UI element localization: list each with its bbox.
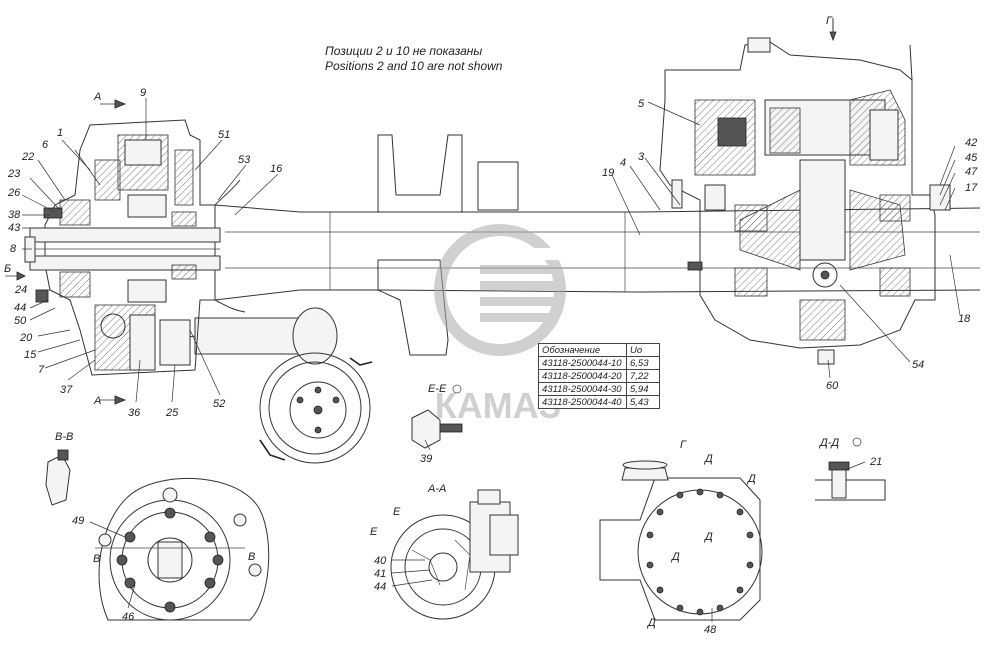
section-ee-detail xyxy=(411,384,463,449)
callout-46: 46 xyxy=(122,611,135,623)
section-vv-detail xyxy=(45,449,71,506)
callout-36: 36 xyxy=(128,407,141,419)
callout-9: 9 xyxy=(140,87,146,99)
table-row: 43118-2500044-30 5,94 xyxy=(538,382,660,396)
table-cell-ratio: 7,22 xyxy=(626,369,660,383)
mark-d2: Д xyxy=(746,473,756,485)
wheel-hub-assembly xyxy=(24,119,246,376)
note-line-en: Positions 2 and 10 are not shown xyxy=(325,59,503,73)
callout-42: 42 xyxy=(965,137,977,149)
callout-26: 26 xyxy=(7,187,21,199)
main-gear-differential xyxy=(659,18,951,365)
mark-v1: В xyxy=(93,553,100,565)
mark-e2: Е xyxy=(370,526,378,538)
table-cell-designation: 43118-2500044-30 xyxy=(538,382,627,396)
note-line-ru: Позиции 2 и 10 не показаны xyxy=(325,44,482,58)
view-g-carrier xyxy=(599,460,763,621)
callout-60: 60 xyxy=(826,380,839,392)
table-cell-designation: 43118-2500044-10 xyxy=(538,356,627,370)
callout-19: 19 xyxy=(602,167,614,179)
mark-d4: Д xyxy=(670,551,680,563)
callout-41: 41 xyxy=(374,568,386,580)
table-row: 43118-2500044-20 7,22 xyxy=(538,369,660,383)
mark-ee: Е-Е xyxy=(428,383,447,395)
callout-48: 48 xyxy=(704,624,717,636)
callout-15: 15 xyxy=(24,349,37,361)
mark-dd: Д-Д xyxy=(818,437,839,449)
mark-d3: Д xyxy=(703,531,713,543)
mark-g-view: Г xyxy=(680,439,687,451)
callout-44: 44 xyxy=(14,302,26,314)
brake-drum-view xyxy=(259,352,373,464)
table-header-row: Обозначение Uo xyxy=(538,343,660,357)
callout-7: 7 xyxy=(38,364,45,376)
callout-54: 54 xyxy=(912,359,924,371)
callout-47: 47 xyxy=(965,166,978,178)
callout-5: 5 xyxy=(638,98,645,110)
mark-v2: В xyxy=(248,551,255,563)
mark-d1: Д xyxy=(703,453,713,465)
table-cell-ratio: 5,43 xyxy=(626,395,660,409)
table-header-ratio: Uo xyxy=(626,343,660,357)
callout-24: 24 xyxy=(14,284,27,296)
hub-face-view xyxy=(95,478,270,621)
brake-chamber xyxy=(169,307,338,365)
callout-39: 39 xyxy=(420,453,432,465)
mark-e1: Е xyxy=(393,506,401,518)
callout-6: 6 xyxy=(42,139,49,151)
mark-d5: Д xyxy=(646,617,656,629)
callout-4: 4 xyxy=(620,157,626,169)
callout-37: 37 xyxy=(60,384,73,396)
mark-b-left: Б xyxy=(4,263,11,275)
callout-43: 43 xyxy=(8,222,21,234)
callout-23: 23 xyxy=(7,168,21,180)
table-cell-designation: 43118-2500044-20 xyxy=(538,369,627,383)
table-cell-designation: 43118-2500044-40 xyxy=(538,395,627,409)
callout-53: 53 xyxy=(238,154,251,166)
callout-44b: 44 xyxy=(374,581,386,593)
callout-16: 16 xyxy=(270,163,283,175)
table-header-designation: Обозначение xyxy=(538,343,627,357)
mark-vv: В-В xyxy=(55,431,73,443)
mark-g-top: Г xyxy=(826,15,833,27)
table-row: 43118-2500044-10 6,53 xyxy=(538,356,660,370)
callout-20: 20 xyxy=(19,332,33,344)
section-dd-detail xyxy=(815,437,886,501)
callout-49: 49 xyxy=(72,515,84,527)
callout-leaders xyxy=(21,98,961,622)
gear-ratio-table: Обозначение Uo 43118-2500044-10 6,53 431… xyxy=(538,343,660,409)
callout-45: 45 xyxy=(965,152,978,164)
callout-22: 22 xyxy=(21,151,34,163)
mark-a-top: А xyxy=(93,91,101,103)
callout-3: 3 xyxy=(638,151,645,163)
callout-52: 52 xyxy=(213,398,225,410)
callout-50: 50 xyxy=(14,315,27,327)
callout-8: 8 xyxy=(10,243,17,255)
callout-1: 1 xyxy=(57,127,63,139)
mark-a-bottom: А xyxy=(93,395,101,407)
callout-51: 51 xyxy=(218,129,230,141)
callout-40: 40 xyxy=(374,555,387,567)
callout-25: 25 xyxy=(165,407,179,419)
mark-aa: А-А xyxy=(427,483,446,495)
section-arrows xyxy=(5,99,127,405)
table-row: 43118-2500044-40 5,43 xyxy=(538,395,660,409)
callout-17: 17 xyxy=(965,182,978,194)
section-aa-brake-view xyxy=(390,489,519,620)
callout-18: 18 xyxy=(958,313,971,325)
table-cell-ratio: 6,53 xyxy=(626,356,660,370)
table-cell-ratio: 5,94 xyxy=(626,382,660,396)
callout-38: 38 xyxy=(8,209,21,221)
callout-21: 21 xyxy=(869,456,882,468)
